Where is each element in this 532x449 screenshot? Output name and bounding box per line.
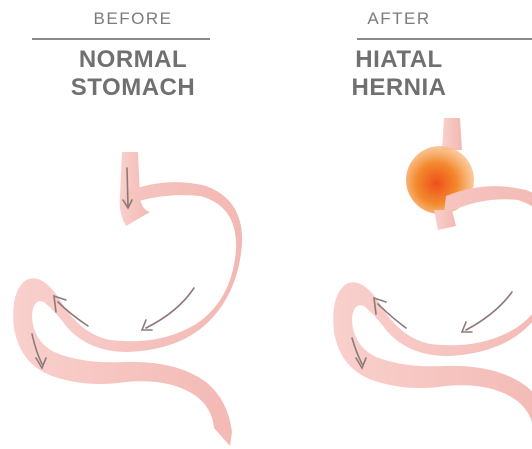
stomach-body: [333, 186, 532, 449]
hiatal-hernia-illustration: [266, 0, 532, 449]
normal-stomach-illustration: [0, 0, 266, 449]
esophagus: [442, 118, 462, 150]
before-panel: BEFORE NORMAL STOMACH: [0, 0, 266, 449]
after-panel: AFTER HIATAL HERNIA: [266, 0, 532, 449]
arrow-1: [466, 292, 512, 330]
arrow-2: [146, 288, 194, 328]
arrow-1: [127, 168, 128, 206]
